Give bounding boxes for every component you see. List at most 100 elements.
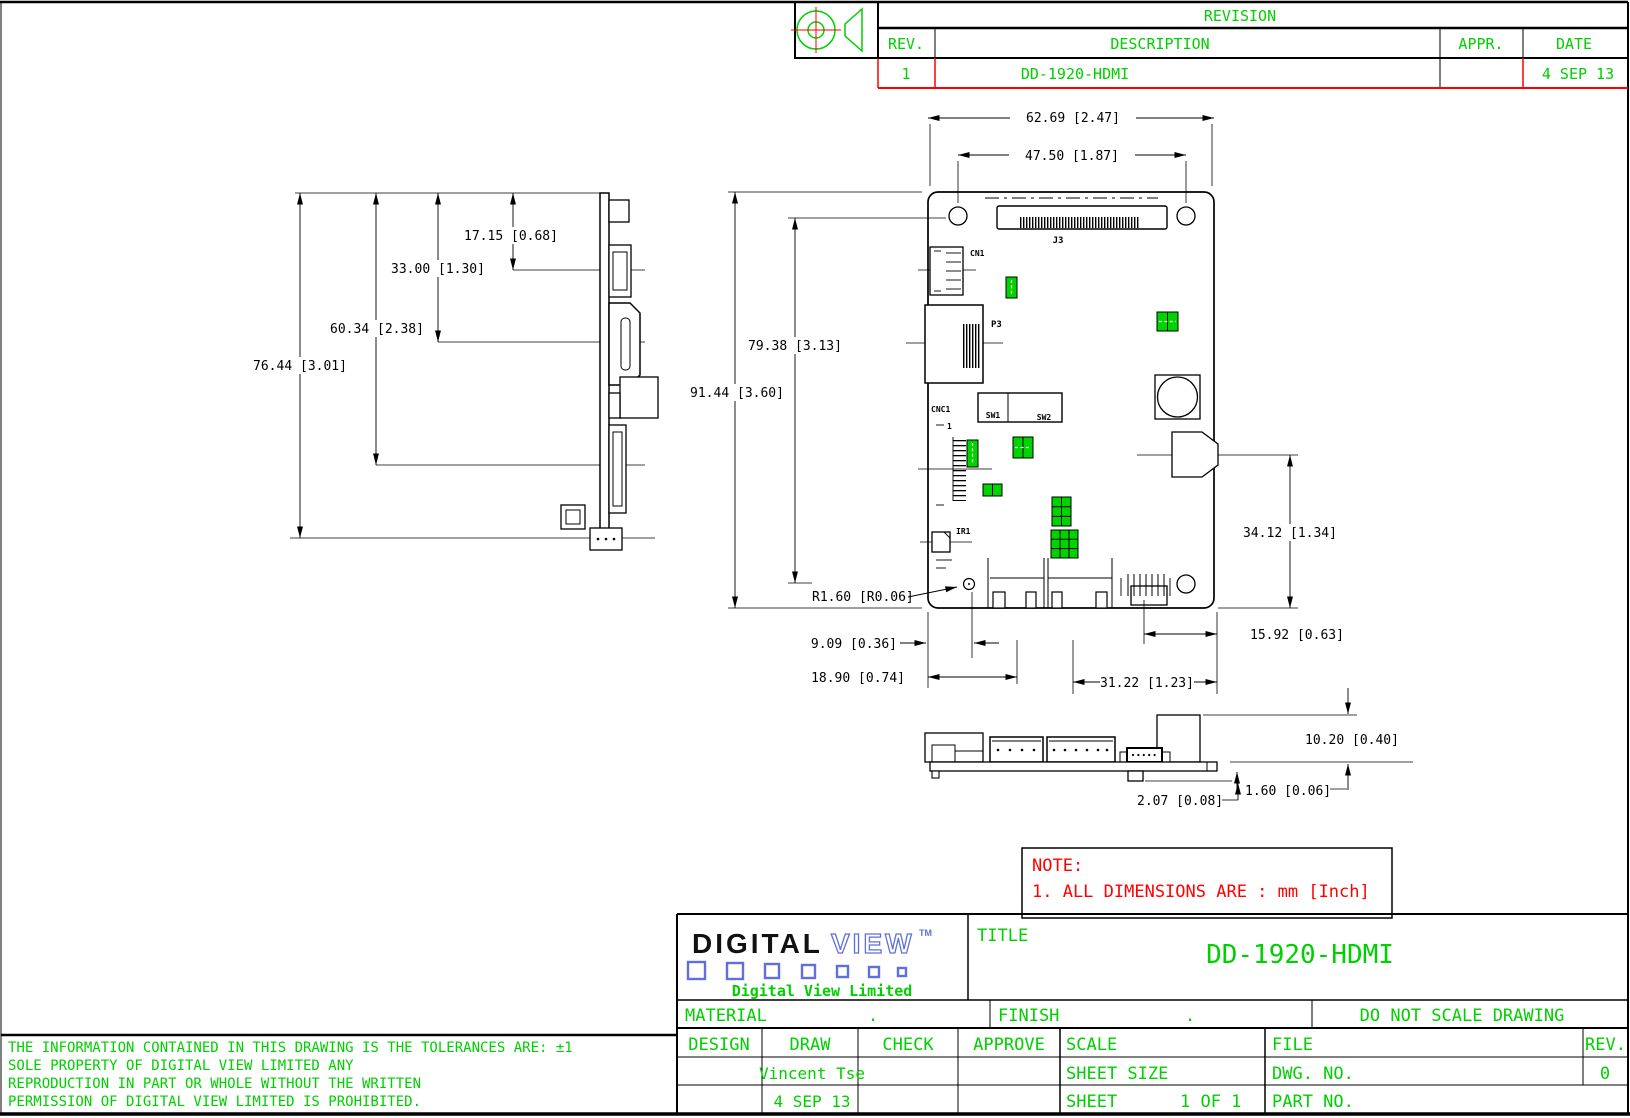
title-block: DIGITAL VIEW TM Digital View Limited TIT…	[676, 913, 1628, 1113]
logo-digital-text: DIGITAL	[692, 928, 823, 959]
profile-bottom-tab	[1127, 770, 1144, 782]
dim-17-15: 17.15 [0.68]	[464, 229, 558, 244]
sheet-value: 1 OF 1	[1180, 1092, 1241, 1112]
pcb-edge-profile	[599, 192, 610, 539]
connector-right-overhang	[1171, 431, 1219, 478]
logo-subtitle: Digital View Limited	[732, 982, 913, 1000]
label-ir1: IR1	[956, 527, 971, 536]
finish-label: FINISH	[998, 1006, 1059, 1026]
drawing-title: DD-1920-HDMI	[1206, 940, 1394, 970]
digitalview-logo: DIGITAL VIEW TM Digital View Limited	[686, 927, 932, 1000]
dwg-no-label: DWG. NO.	[1272, 1064, 1354, 1084]
logo-squares	[686, 960, 908, 981]
note-title: NOTE:	[1032, 856, 1083, 876]
dim-1-60: 1.60 [0.06]	[1245, 784, 1331, 799]
logo-tm-mark: TM	[919, 928, 932, 938]
revision-row-number: 1	[901, 65, 910, 83]
profile-connector-left	[924, 732, 984, 763]
revision-row-date: 4 SEP 13	[1542, 65, 1614, 83]
mounting-hole-bottom-right	[1176, 574, 1196, 594]
label-pin1: 1	[947, 422, 952, 431]
dim-9-09: 9.09 [0.36]	[811, 637, 897, 652]
side-connector-2	[608, 244, 632, 298]
note-box: NOTE: 1. ALL DIMENSIONS ARE : mm [Inch]	[1021, 847, 1393, 919]
revision-col-rev: REV.	[888, 35, 924, 53]
disclaimer-line-3: REPRODUCTION IN PART OR WHOLE WITHOUT TH…	[8, 1076, 421, 1092]
pcb-outline	[927, 191, 1215, 609]
component-jumper-3x3	[1050, 529, 1079, 559]
dim-33-00: 33.00 [1.30]	[391, 262, 485, 277]
part-no-label: PART NO.	[1272, 1092, 1354, 1112]
dim-2-07: 2.07 [0.08]	[1137, 794, 1223, 809]
label-cn1: CN1	[970, 249, 985, 258]
label-cnc1: CNC1	[931, 405, 950, 414]
disclaimer-line-1: THE INFORMATION CONTAINED IN THIS DRAWIN…	[8, 1040, 573, 1056]
side-view: 76.44 [3.01] 60.34 [2.38] 33.00 [1.30] 1…	[252, 192, 659, 551]
bottom-edge-pins	[1120, 574, 1171, 606]
bottom-edge-connectors	[987, 558, 1113, 609]
revision-col-date: DATE	[1556, 35, 1592, 53]
dim-60-34: 60.34 [2.38]	[330, 322, 424, 337]
draw-label: DRAW	[790, 1035, 832, 1055]
dim-79-38: 79.38 [3.13]	[748, 339, 842, 354]
disclaimer-box: THE INFORMATION CONTAINED IN THIS DRAWIN…	[1, 1033, 677, 1110]
material-value: .	[868, 1006, 878, 1026]
material-label: MATERIAL	[685, 1006, 767, 1026]
check-label: CHECK	[882, 1035, 934, 1055]
approve-label: APPROVE	[973, 1035, 1045, 1055]
revision-row-description: DD-1920-HDMI	[1021, 65, 1129, 83]
bottom-view: 10.20 [0.40] 1.60 [0.06] 2.07 [0.08]	[924, 688, 1413, 809]
rev-value: 0	[1600, 1064, 1610, 1084]
label-j3: J3	[1053, 236, 1064, 246]
front-view-dimensions: 62.69 [2.47] 47.50 [1.87] 91.44 [3.60] 7…	[688, 109, 1344, 694]
side-connector-long	[608, 424, 627, 514]
label-sw2: SW2	[1037, 413, 1052, 422]
profile-dimensions: 10.20 [0.40] 1.60 [0.06] 2.07 [0.08]	[1137, 688, 1413, 809]
scale-label: SCALE	[1066, 1035, 1117, 1055]
revision-col-appr: APPR.	[1458, 35, 1503, 53]
label-p3: P3	[991, 320, 1002, 330]
sheet-size-label: SHEET SIZE	[1066, 1064, 1168, 1084]
dim-10-20: 10.20 [0.40]	[1305, 733, 1399, 748]
do-not-scale-label: DO NOT SCALE DRAWING	[1360, 1006, 1565, 1026]
mounting-hole-top-left	[948, 206, 968, 226]
switch-block	[977, 392, 1063, 423]
revision-title: REVISION	[1204, 7, 1276, 25]
pcb-profile-bar	[929, 761, 1218, 772]
component-inductor	[1154, 374, 1201, 420]
component-ir1	[931, 531, 951, 553]
sheet-label: SHEET	[1066, 1092, 1117, 1112]
file-label: FILE	[1272, 1035, 1313, 1055]
draw-name-value: Vincent Tse	[759, 1064, 865, 1083]
revision-block: REVISION REV. DESCRIPTION APPR. DATE 1 D…	[791, 1, 1628, 89]
dim-18-90: 18.90 [0.74]	[811, 671, 905, 686]
dim-31-22: 31.22 [1.23]	[1100, 676, 1194, 691]
dim-34-12: 34.12 [1.34]	[1243, 526, 1337, 541]
profile-tall-connector	[1156, 714, 1201, 763]
side-overhang-connector	[619, 376, 659, 419]
logo-view-text: VIEW	[831, 928, 915, 959]
mounting-hole-top-right	[1176, 206, 1196, 226]
side-connector-top	[608, 199, 630, 223]
dim-15-92: 15.92 [0.63]	[1250, 628, 1344, 643]
small-hole-r160	[962, 577, 976, 591]
rev-label: REV.	[1585, 1035, 1626, 1055]
revision-col-description: DESCRIPTION	[1110, 35, 1209, 53]
side-hdmi-connector	[608, 302, 641, 386]
dim-76-44: 76.44 [3.01]	[253, 359, 347, 374]
finish-value: .	[1185, 1006, 1195, 1026]
third-angle-projection-icon	[791, 7, 863, 53]
draw-date-value: 4 SEP 13	[773, 1092, 850, 1111]
title-label: TITLE	[977, 926, 1028, 946]
design-label: DESIGN	[688, 1035, 749, 1055]
side-component-small	[560, 504, 586, 530]
label-sw1: SW1	[986, 411, 1001, 420]
dim-47-50: 47.50 [1.87]	[1025, 149, 1119, 164]
front-view: J3 CN1 P3 SW1 SW2 CNC1 1	[688, 109, 1344, 694]
dim-r1-60: R1.60 [R0.06]	[812, 590, 914, 605]
dim-91-44: 91.44 [3.60]	[690, 386, 784, 401]
note-line-1: 1. ALL DIMENSIONS ARE : mm [Inch]	[1032, 882, 1370, 902]
component-jumper-cnc1	[966, 439, 979, 468]
